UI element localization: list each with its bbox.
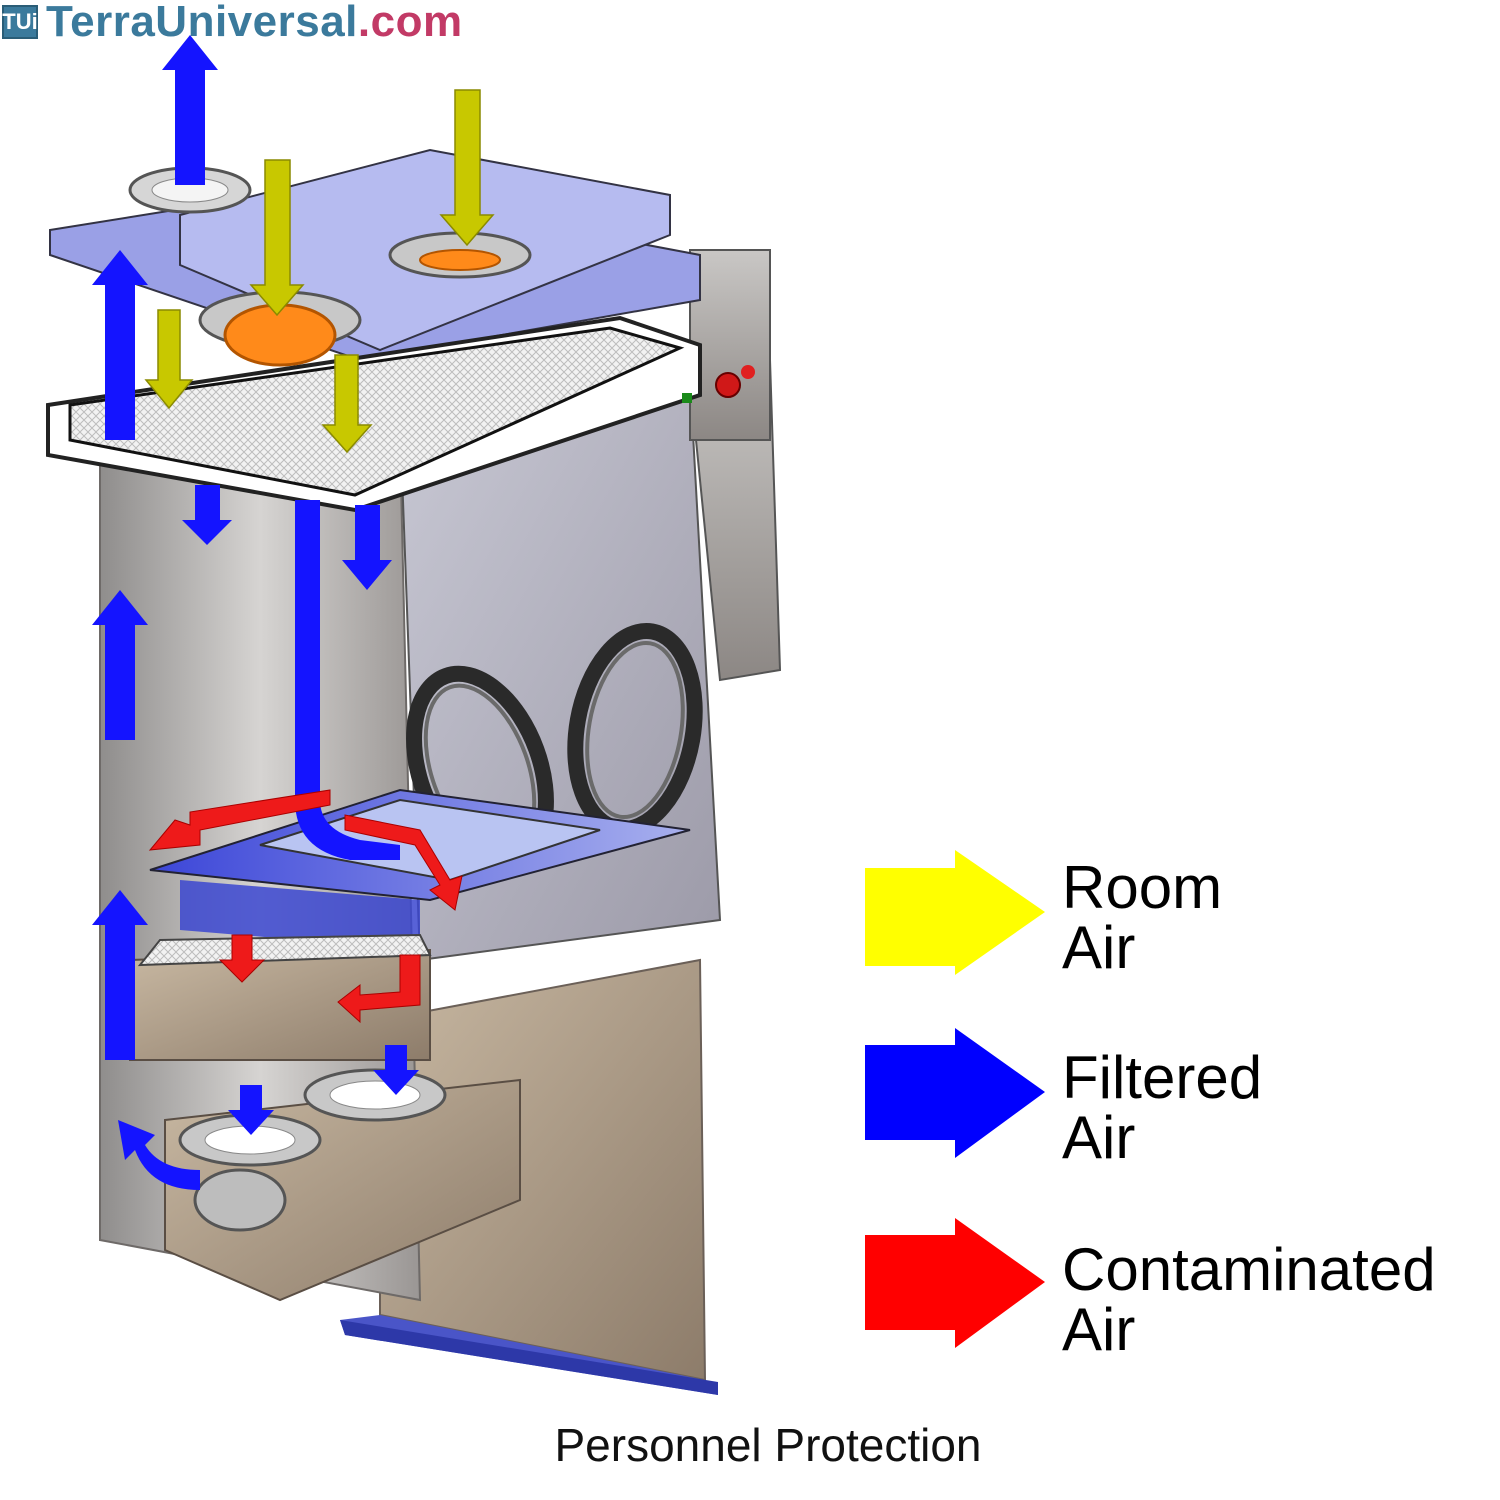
filtered-air-arrows [92,35,419,1190]
brand-mark-icon: TUi [2,5,38,39]
lower-plenum [129,933,521,1302]
legend-arrow-filtered-air [865,1028,1045,1158]
room-air-arrows [144,89,495,454]
base-stand [340,958,718,1395]
legend-label-filtered-air: Filtered Air [1062,1044,1263,1171]
blower-housing [193,1168,287,1232]
legend-arrow-room-air [865,850,1045,975]
power-switch-green [682,393,692,403]
top-plenum [46,148,755,513]
indicator-light-red [741,365,755,379]
control-knob-red [715,372,741,398]
contaminated-air-arrows [148,789,463,1024]
brand-name: TerraUniversal.com [46,0,463,46]
figure-caption: Personnel Protection [554,1419,982,1471]
legend-label-contaminated-air: Contaminated Air [1062,1236,1436,1363]
brand-logo: TUi TerraUniversal.com [2,0,463,46]
legend-label-room-air: Room Air [1062,854,1223,981]
legend-arrows [865,850,1045,1348]
legend-arrow-contaminated-air [865,1218,1045,1348]
